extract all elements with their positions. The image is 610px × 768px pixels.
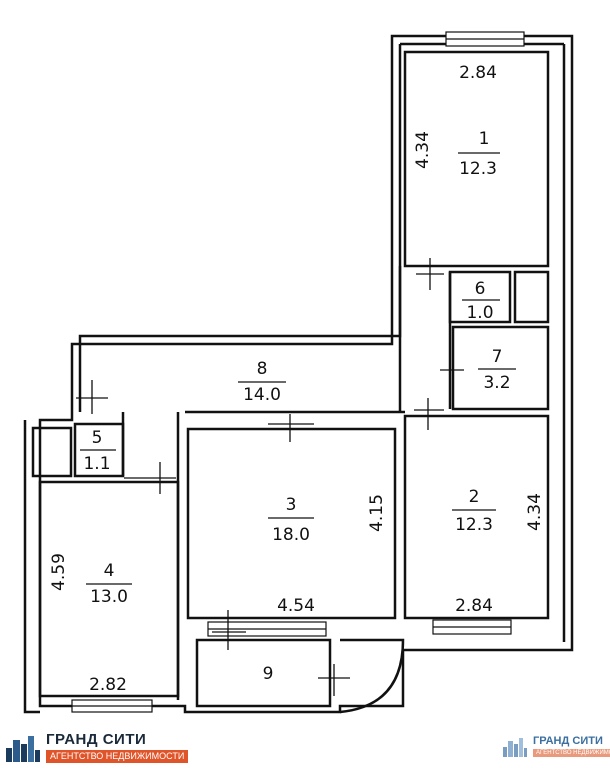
room-2-number: 2 bbox=[469, 487, 480, 507]
brand-name: ГРАНД СИТИ bbox=[533, 735, 603, 747]
room-5-area: 1.1 bbox=[83, 454, 110, 474]
brand-tagline: АГЕНТСТВО НЕДВИЖИМОСТИ bbox=[46, 750, 189, 763]
room-6-area: 1.0 bbox=[466, 303, 493, 323]
room-4-height: 4.59 bbox=[49, 553, 69, 591]
room-1-width: 2.84 bbox=[459, 63, 497, 83]
room-8-number: 8 bbox=[257, 359, 268, 379]
brand-tagline: АГЕНТСТВО НЕДВИЖИМОСТИ bbox=[533, 749, 610, 757]
city-skyline-icon bbox=[6, 735, 40, 762]
room-3-number: 3 bbox=[286, 495, 297, 515]
room-8-area: 14.0 bbox=[243, 385, 281, 405]
room-9-number: 9 bbox=[263, 664, 274, 684]
room-4-number: 4 bbox=[104, 561, 115, 581]
room-3-height: 4.15 bbox=[367, 494, 387, 532]
brand-name: ГРАНД СИТИ bbox=[46, 731, 147, 748]
room-4-area: 13.0 bbox=[90, 587, 128, 607]
room-3-width: 4.54 bbox=[277, 596, 315, 616]
room-7-number: 7 bbox=[492, 347, 503, 367]
brand-logo-left: ГРАНД СИТИ АГЕНТСТВО НЕДВИЖИМОСТИ bbox=[6, 731, 189, 763]
room-1-height: 4.34 bbox=[413, 131, 433, 169]
walls bbox=[23, 34, 574, 714]
city-skyline-icon bbox=[503, 737, 527, 757]
room-1-number: 1 bbox=[479, 129, 490, 149]
room-4-width: 2.82 bbox=[89, 675, 127, 695]
room-2-height: 4.34 bbox=[525, 493, 545, 531]
room-5-number: 5 bbox=[92, 428, 103, 448]
room-1-area: 12.3 bbox=[459, 159, 497, 179]
brand-logo-right: ГРАНД СИТИ АГЕНТСТВО НЕДВИЖИМОСТИ bbox=[503, 736, 610, 757]
door-marks bbox=[76, 258, 464, 696]
room-3-area: 18.0 bbox=[272, 525, 310, 545]
room-7-area: 3.2 bbox=[483, 373, 510, 393]
room-2-width: 2.84 bbox=[455, 596, 493, 616]
room-2-area: 12.3 bbox=[455, 515, 493, 535]
room-6-number: 6 bbox=[475, 279, 486, 299]
